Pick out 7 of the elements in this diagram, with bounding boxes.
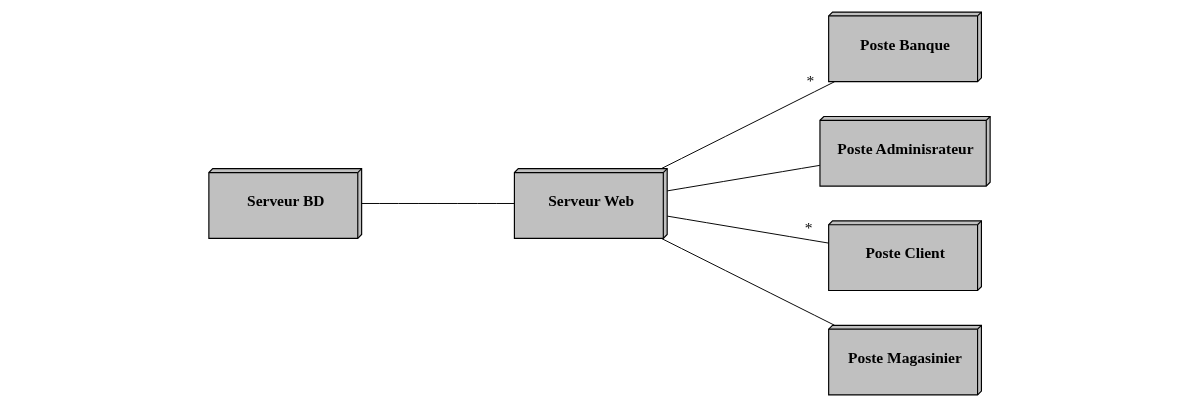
connector (666, 164, 820, 192)
connector (660, 237, 835, 326)
edge-label: * (806, 72, 814, 90)
connector (666, 215, 829, 244)
connector (360, 203, 515, 204)
edge-label: * (804, 219, 813, 237)
connector (660, 81, 835, 170)
